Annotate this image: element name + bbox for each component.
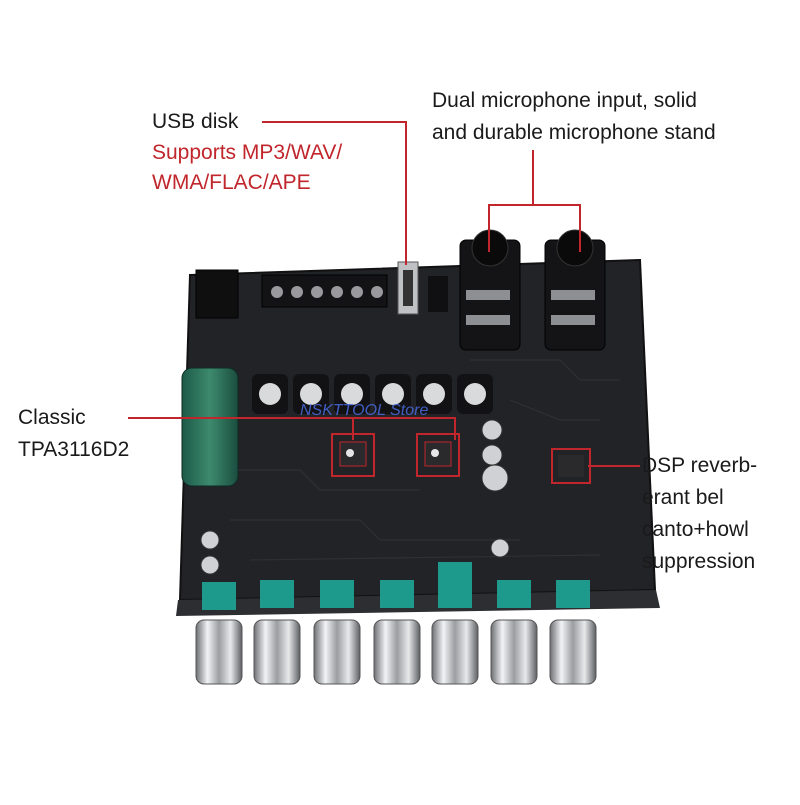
dsp-callout-line3: canto+howl (642, 518, 749, 541)
dsp-callout-line2: erant bel (642, 486, 724, 509)
microphone-jack-right (544, 229, 606, 351)
callout-lines (128, 121, 640, 467)
usb-callout-title: USB disk (152, 110, 239, 133)
mic-callout-line1: Dual microphone input, solid (432, 89, 697, 112)
dsp-callout-line4: suppression (642, 550, 756, 573)
amp-callout-line2: TPA3116D2 (18, 438, 130, 461)
volume-knobs (195, 619, 597, 685)
usb-callout-formats-line1: Supports MP3/WAV/ (152, 141, 343, 164)
aux-jack (428, 276, 448, 312)
dsp-callout-line1: DSP reverb- (642, 454, 758, 477)
amp-chip-highlight-right (416, 433, 460, 477)
amp-callout-line1: Classic (18, 406, 86, 429)
dc-power-jack (195, 269, 239, 319)
mic-callout-line2: and durable microphone stand (432, 121, 716, 144)
inductors (252, 374, 493, 414)
dsp-chip (558, 455, 584, 477)
screw-terminal-block (261, 274, 388, 308)
circuit-board (176, 258, 660, 616)
microphone-jack-left (459, 229, 521, 351)
amplifier-chip-left (339, 441, 367, 467)
potentiometer-bases (202, 562, 590, 610)
usb-callout-formats-line2: WMA/FLAC/APE (152, 171, 311, 194)
electrolytic-capacitor (181, 367, 239, 487)
small-capacitors (200, 419, 510, 575)
dsp-chip-highlight (551, 448, 591, 484)
watermark: NSKTTOOL Store (300, 402, 428, 419)
amp-chip-highlight-left (331, 433, 375, 477)
